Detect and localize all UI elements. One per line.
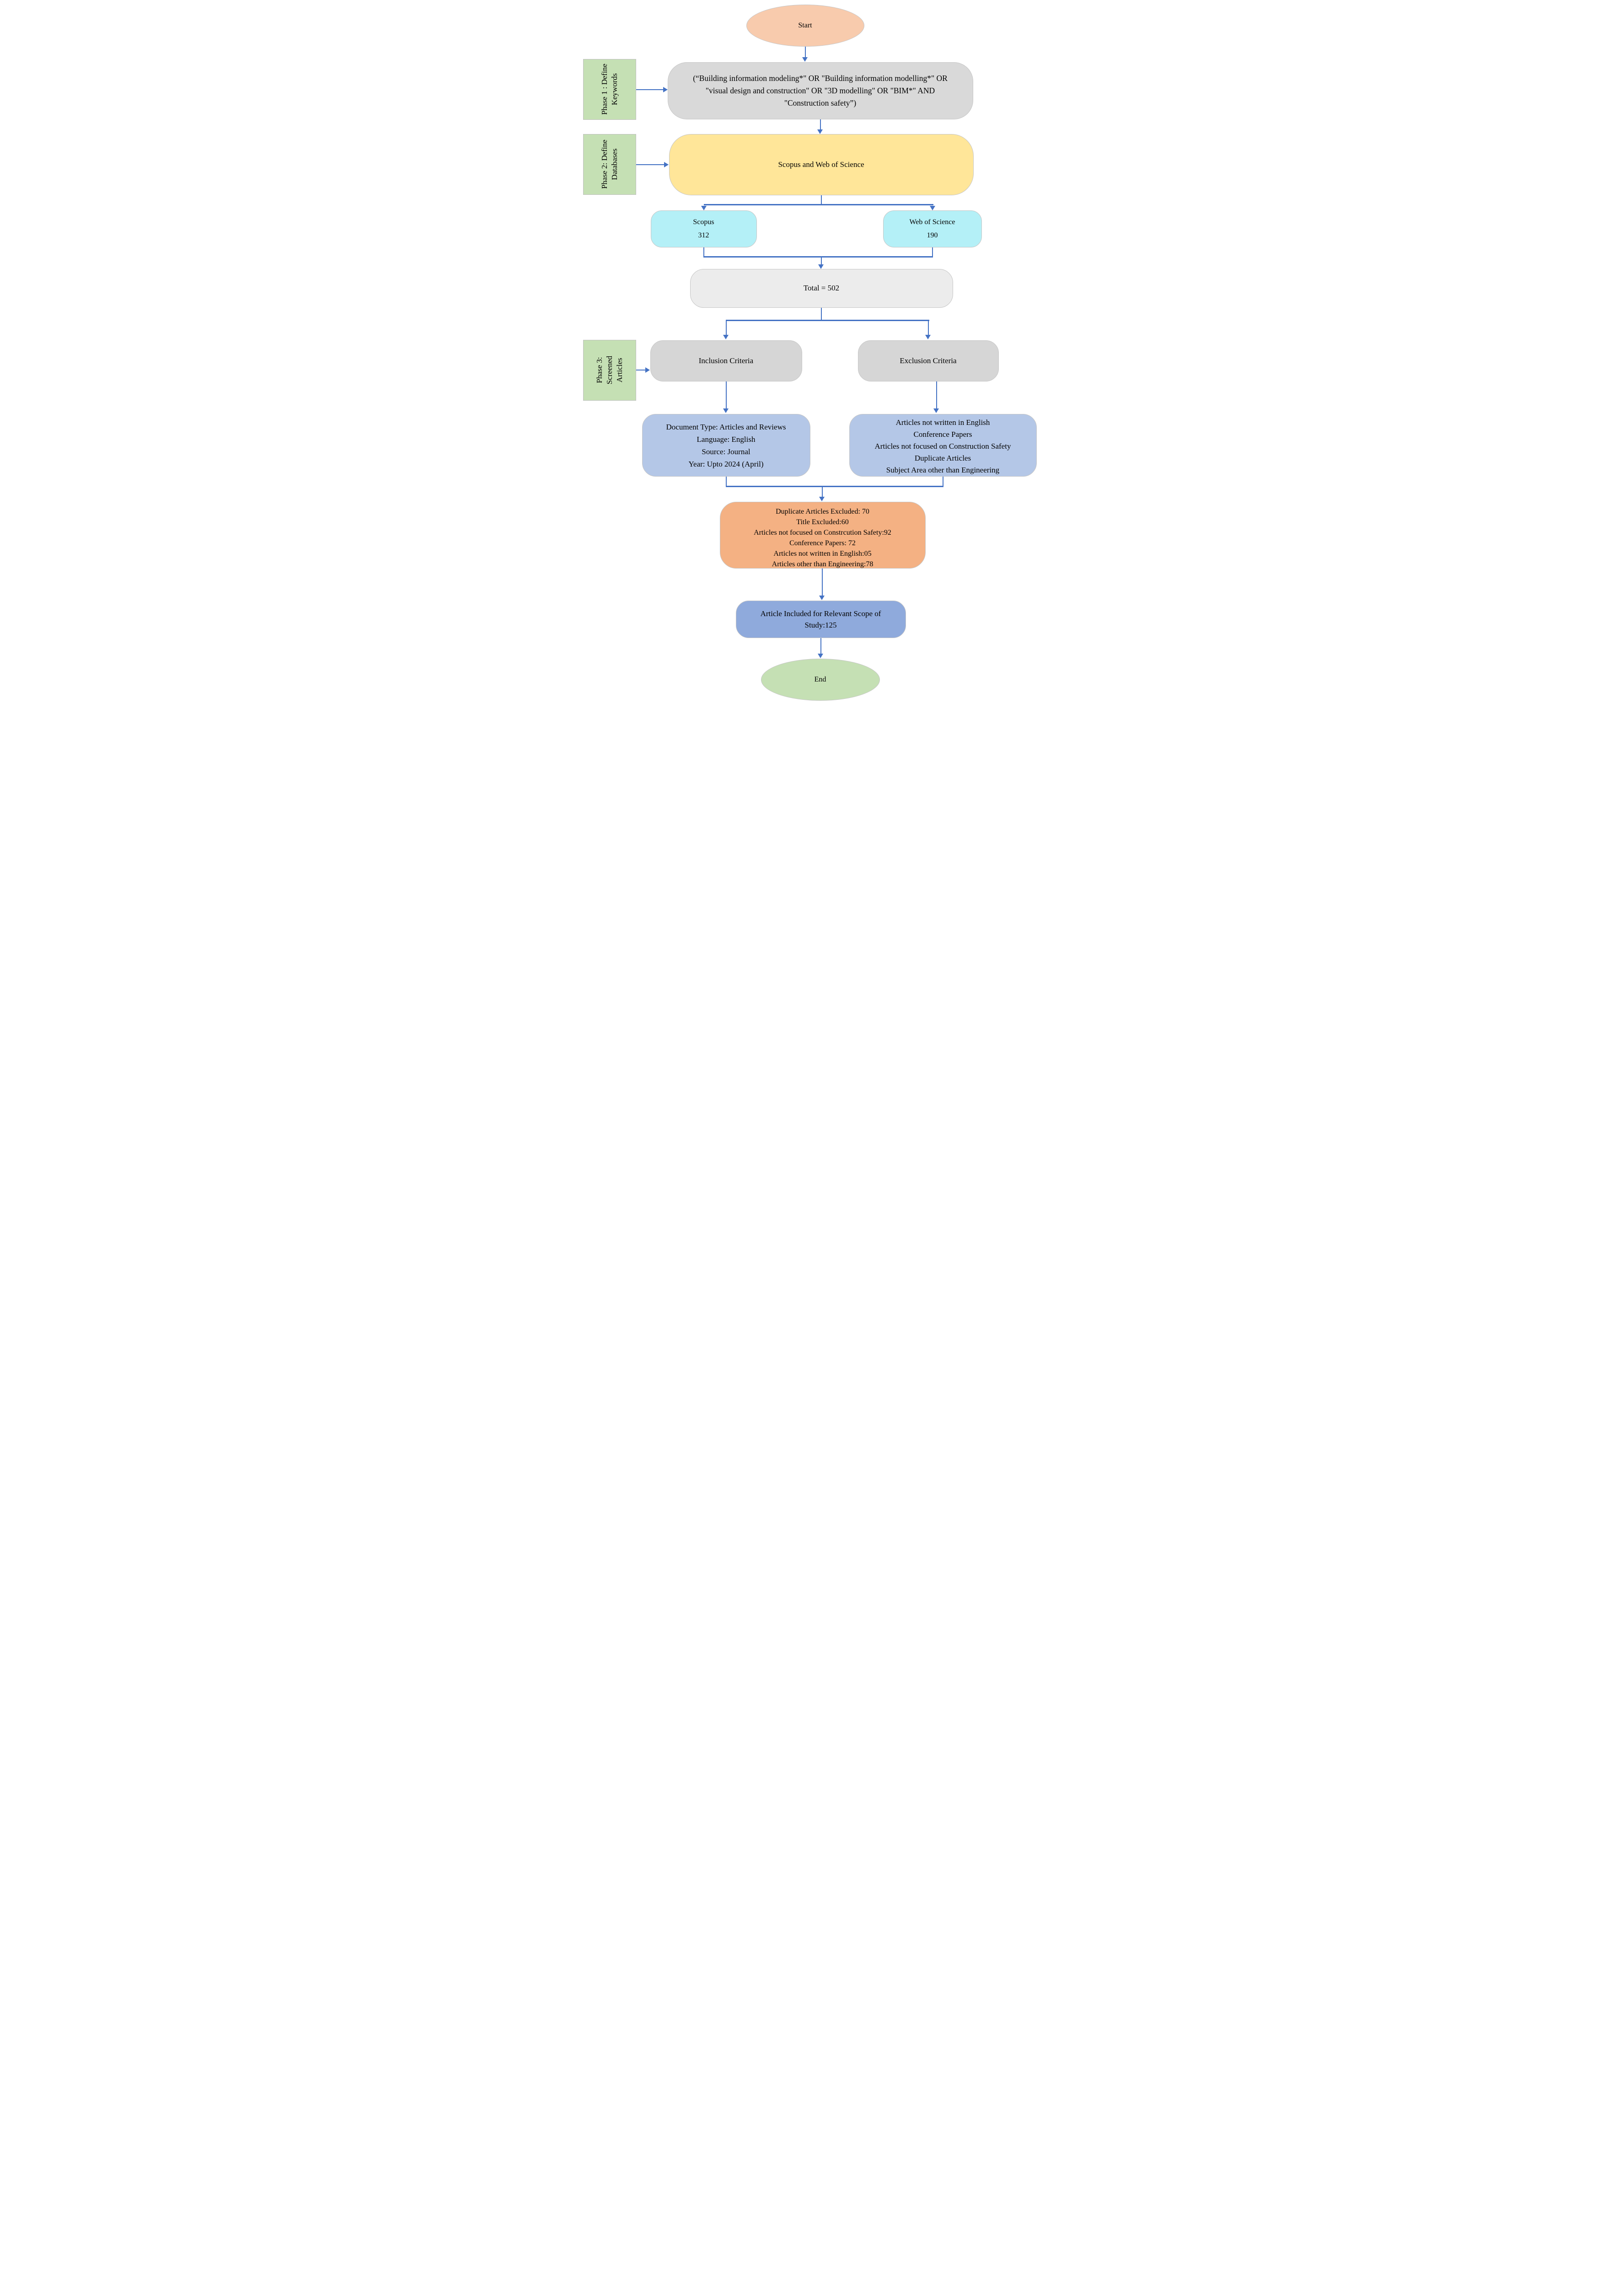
arrowhead-merge-total [818,264,824,269]
arrowhead-excluded-included [819,596,825,600]
arrowhead-inclusion-details [723,408,729,413]
phase2-label-text: Phase 2: Define Databases [600,140,619,189]
excluded-counts-node: Duplicate Articles Excluded: 70 Title Ex… [719,502,926,569]
connector-merge-horizontal [703,256,933,258]
connector-wos-merge [932,247,933,257]
connector-start-keywords [804,47,806,58]
connector-scopus-merge [703,247,704,257]
phase3-label: Phase 3: Screened Articles [583,340,636,401]
inclusion-details-node: Document Type: Articles and Reviews Lang… [642,414,810,477]
connector-phase1-keywords [636,89,664,90]
included-node: Article Included for Relevant Scope of S… [735,601,906,638]
total-node: Total = 502 [690,269,953,308]
connector-merge-excluded [821,487,823,497]
connector-criteria-split-horizontal [725,320,929,321]
arrowhead-start-keywords [802,57,808,62]
keywords-node: (“Building information modeling*" OR "Bu… [667,62,973,119]
arrowhead-phase1-keywords [663,87,668,92]
phase2-label: Phase 2: Define Databases [583,134,636,195]
arrowhead-merge-excluded [819,497,825,501]
connector-exclusion-details [936,381,937,409]
connector-split-inclusion [725,321,727,336]
connector-total-split [820,308,822,320]
connector-split-exclusion [927,321,929,336]
scopus-node: Scopus 312 [650,210,757,247]
exclusion-details-node: Articles not written in English Conferen… [849,414,1037,477]
databases-node: Scopus and Web of Science [669,134,974,195]
exclusion-criteria-node: Exclusion Criteria [858,340,999,381]
arrowhead-keywords-databases [817,129,823,134]
connector-excluded-included [821,569,823,596]
connector-keywords-databases [820,119,821,130]
phase1-label-text: Phase 1 : Define Keywords [600,64,619,115]
arrowhead-phase3-inclusion [645,367,650,373]
arrowhead-split-wos [929,206,935,210]
inclusion-criteria-node: Inclusion Criteria [650,340,802,381]
connector-details-merge-horizontal [725,486,943,487]
connector-inclusion-merge [725,477,727,486]
arrowhead-phase2-databases [664,162,669,167]
start-node: Start [746,5,864,47]
arrowhead-split-exclusion [925,335,931,339]
connector-included-end [820,638,821,655]
arrowhead-included-end [817,654,823,658]
arrowhead-split-inclusion [723,335,729,339]
connector-databases-split [820,195,822,204]
arrowhead-split-scopus [701,206,707,210]
phase1-label: Phase 1 : Define Keywords [583,59,636,120]
phase3-label-text: Phase 3: Screened Articles [595,356,624,385]
web-of-science-node: Web of Science 190 [883,210,982,247]
flowchart-canvas: Start Phase 1 : Define Keywords (“Buildi… [578,0,1046,723]
connector-inclusion-details [725,381,727,409]
connector-merge-total [820,257,822,265]
end-node: End [761,659,880,701]
arrowhead-exclusion-details [933,408,939,413]
connector-split-horizontal [703,204,933,205]
connector-phase2-databases [636,164,665,165]
